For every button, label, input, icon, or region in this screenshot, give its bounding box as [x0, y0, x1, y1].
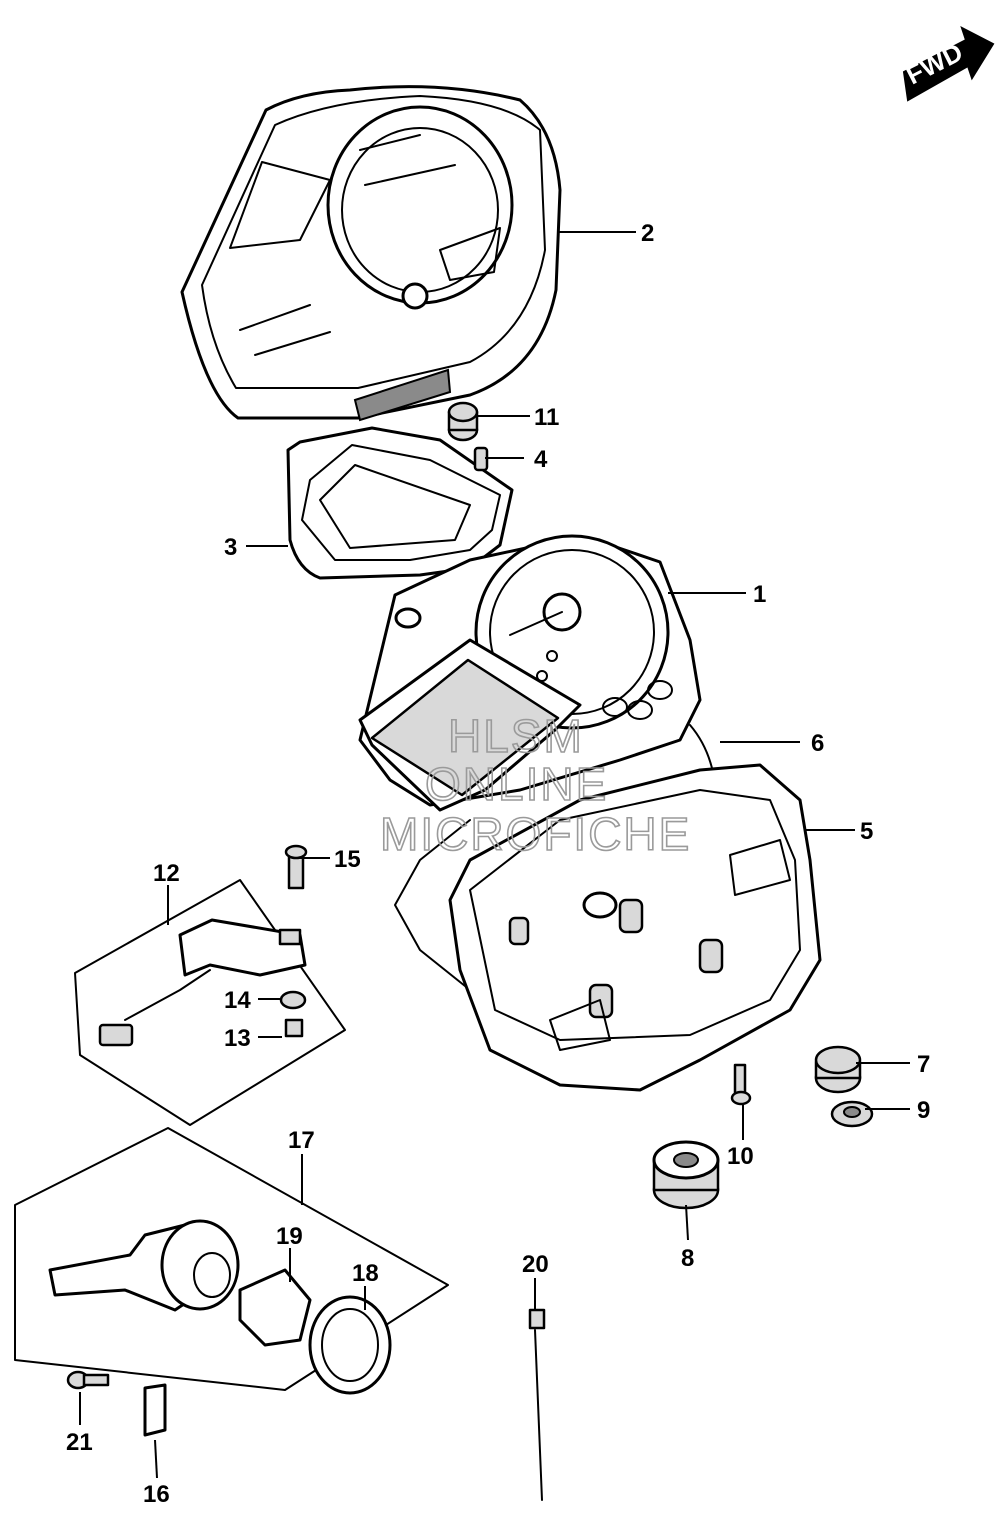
screw-part-21 [66, 1370, 110, 1390]
collar-part-9 [830, 1100, 874, 1128]
collar-part-14 [279, 990, 307, 1010]
callout-1: 1 [753, 581, 766, 608]
callout-15: 15 [334, 846, 361, 873]
clip-part-16 [143, 1383, 167, 1437]
bushing-part-13 [284, 1018, 304, 1038]
callout-2: 2 [641, 220, 654, 247]
grommet-part-11 [447, 401, 479, 442]
callout-5: 5 [860, 818, 873, 845]
callout-18: 18 [352, 1260, 379, 1287]
callout-8: 8 [681, 1245, 694, 1272]
callout-20: 20 [522, 1251, 549, 1278]
callout-21: 21 [66, 1429, 93, 1456]
rubber-mount-part-7 [814, 1045, 862, 1094]
damper-part-8 [652, 1140, 720, 1210]
callout-10: 10 [727, 1143, 754, 1170]
lens-frame-part [286, 426, 514, 580]
callout-9: 9 [917, 1097, 930, 1124]
sensor-bracket-group-12 [74, 879, 346, 1126]
fwd-arrow-badge: FWD [901, 25, 995, 102]
meter-case-part [448, 763, 822, 1092]
screw-part-10 [730, 1063, 752, 1106]
callout-12: 12 [153, 860, 180, 887]
callout-11: 11 [534, 404, 559, 431]
callout-16: 16 [143, 1481, 170, 1508]
speedometer-assembly-part [358, 534, 702, 812]
watermark-line-3: MICROFICHE [380, 808, 691, 860]
callout-14: 14 [224, 987, 251, 1014]
cable-tie-part-20 [528, 1308, 546, 1501]
meter-cover-part [180, 85, 562, 422]
watermark-line-1: HLSM [448, 710, 584, 762]
callout-7: 7 [917, 1051, 930, 1078]
callout-4: 4 [534, 446, 548, 473]
callout-17: 17 [288, 1127, 315, 1154]
callout-3: 3 [224, 534, 237, 561]
callout-19: 19 [276, 1223, 303, 1250]
watermark-line-2: ONLINE [425, 758, 608, 810]
bolt-part-15 [284, 844, 308, 890]
callout-13: 13 [224, 1025, 251, 1052]
leader-lines [79, 231, 910, 1479]
bulb-socket-group-17 [14, 1127, 449, 1395]
callout-6: 6 [811, 730, 824, 757]
